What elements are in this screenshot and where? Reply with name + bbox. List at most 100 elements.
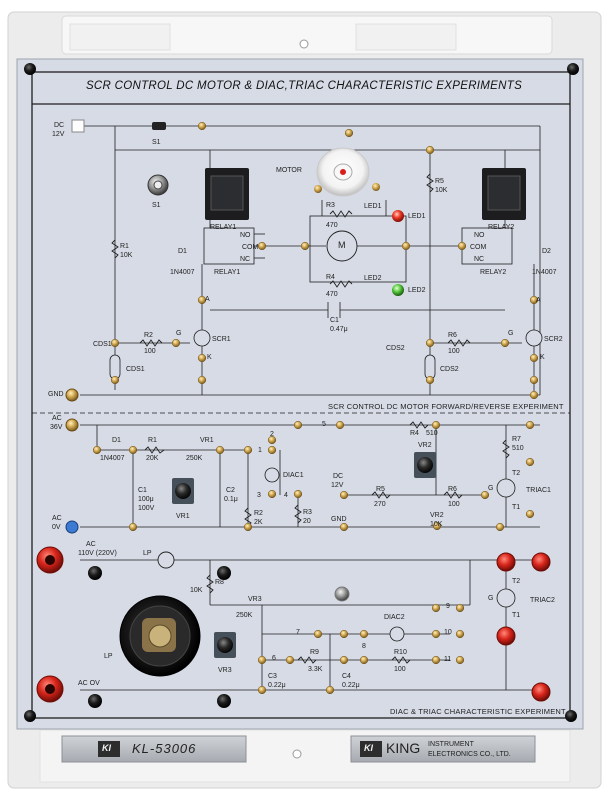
- screw-bottom-left: [24, 710, 36, 722]
- label-r4-value: 470: [326, 291, 338, 298]
- jack-triac-t2-a: [496, 552, 516, 572]
- label-g-triac2: G: [488, 595, 494, 602]
- label-relay1-body: RELAY1: [210, 224, 237, 231]
- label-r5: R5: [435, 178, 444, 185]
- label-r5-value: 10K: [435, 187, 448, 194]
- label-node-11: 11: [444, 656, 452, 663]
- label-c4: C4: [342, 673, 351, 680]
- label-r9-value: 3.3K: [308, 666, 323, 673]
- label-r3-lower-value: 20: [303, 518, 311, 525]
- terminal-pin: [431, 420, 441, 430]
- brand-logo-box: [360, 741, 382, 757]
- terminal-pin: [525, 457, 535, 467]
- terminal-pin: [529, 295, 539, 305]
- label-g-scr2: G: [508, 330, 514, 337]
- label-relay2-body: RELAY2: [488, 224, 515, 231]
- label-com-2: COM: [470, 244, 487, 251]
- label-r1-value: 10K: [120, 252, 133, 259]
- jack-ac-0v-blue: [65, 520, 79, 534]
- label-r4-lower: R4: [410, 430, 419, 437]
- diac2-symbol: [389, 626, 405, 642]
- label-t1-triac1: T1: [512, 504, 521, 511]
- label-c1-lower: C1: [138, 487, 147, 494]
- label-r7-value: 510: [512, 445, 524, 452]
- label-r2-value: 100: [144, 348, 156, 355]
- terminal-pin: [110, 375, 120, 385]
- terminal-pin: [495, 522, 505, 532]
- label-vr2-value: 10K: [430, 521, 443, 528]
- panel-title: SCR CONTROL DC MOTOR & DIAC,TRIAC CHARAC…: [85, 80, 523, 92]
- label-dc: DC: [54, 122, 65, 129]
- jack-black-lp: [217, 566, 231, 580]
- label-s1-switch: S1: [152, 202, 161, 209]
- label-d1-lower: D1: [112, 437, 121, 444]
- terminal-pin: [267, 489, 277, 499]
- terminal-pin: [335, 420, 345, 430]
- label-scr1: SCR1: [212, 336, 231, 343]
- label-c3-value: 0.22μ: [268, 682, 286, 689]
- label-c2-value: 0.1μ: [224, 496, 238, 503]
- label-a-scr1: A: [205, 296, 210, 303]
- jack-ac-36v: [65, 418, 79, 432]
- label-node-7: 7: [296, 629, 300, 636]
- terminal-pin: [325, 685, 335, 695]
- label-diac1: DIAC1: [283, 472, 304, 479]
- label-relay1: RELAY1: [214, 269, 241, 276]
- terminal-pin: [425, 338, 435, 348]
- label-ac-0v-top: AC: [52, 515, 62, 522]
- label-12v-lower: 12V: [331, 482, 344, 489]
- label-c3: C3: [268, 673, 277, 680]
- terminal-pin: [339, 490, 349, 500]
- label-12v: 12V: [52, 131, 65, 138]
- label-k-scr2: K: [540, 354, 545, 361]
- label-com-1: COM: [242, 244, 259, 251]
- terminal-pin: [457, 241, 467, 251]
- model-logo-box: [98, 741, 120, 757]
- motor-symbol: [326, 230, 358, 262]
- terminal-pin: [425, 145, 435, 155]
- label-r6-lower-value: 100: [448, 501, 460, 508]
- label-vr2: VR2: [430, 512, 444, 519]
- label-r3: R3: [326, 202, 335, 209]
- terminal-pin: [197, 121, 207, 131]
- upper-section-caption: SCR CONTROL DC MOTOR FORWARD/REVERSE EXP…: [328, 402, 564, 411]
- terminal-pin: [197, 295, 207, 305]
- fuse-holder: [152, 122, 166, 130]
- terminal-pin: [525, 509, 535, 519]
- bottom-hook-hole: [292, 749, 302, 759]
- terminal-pin: [344, 128, 354, 138]
- terminal-pin: [339, 522, 349, 532]
- top-rail-slot-right: [355, 23, 457, 51]
- terminal-pin: [359, 655, 369, 665]
- jack-triac-t2-b: [531, 552, 551, 572]
- terminal-pin: [257, 685, 267, 695]
- terminal-pin: [359, 629, 369, 639]
- top-hook-hole: [299, 39, 309, 49]
- label-36v: 36V: [50, 424, 63, 431]
- label-g-scr1: G: [176, 330, 182, 337]
- terminal-pin: [285, 655, 295, 665]
- motor-mount-right: [372, 183, 380, 191]
- label-r4-lower-value: 510: [426, 430, 438, 437]
- label-vr3-knob: VR3: [218, 667, 232, 674]
- model-number: KL-53006: [132, 741, 197, 756]
- label-vr1-value: 250K: [186, 455, 203, 462]
- resistor-symbols: [111, 173, 510, 664]
- label-d1: D1: [178, 248, 187, 255]
- label-g-triac1: G: [488, 485, 494, 492]
- label-led1: LED1: [364, 203, 382, 210]
- label-r1-lower: R1: [148, 437, 157, 444]
- label-relay2: RELAY2: [480, 269, 507, 276]
- label-1n4007-right: 1N4007: [532, 269, 557, 276]
- terminal-pin: [455, 629, 465, 639]
- jack-triac-out: [531, 682, 551, 702]
- terminal-pin: [339, 629, 349, 639]
- brand-logo: KI: [364, 743, 373, 753]
- label-motor: MOTOR: [276, 167, 302, 174]
- terminal-pin: [432, 521, 442, 531]
- label-1n4007-left: 1N4007: [170, 269, 195, 276]
- screw-bottom-right: [565, 710, 577, 722]
- label-ac-36v-top: AC: [52, 415, 62, 422]
- label-r9: R9: [310, 649, 319, 656]
